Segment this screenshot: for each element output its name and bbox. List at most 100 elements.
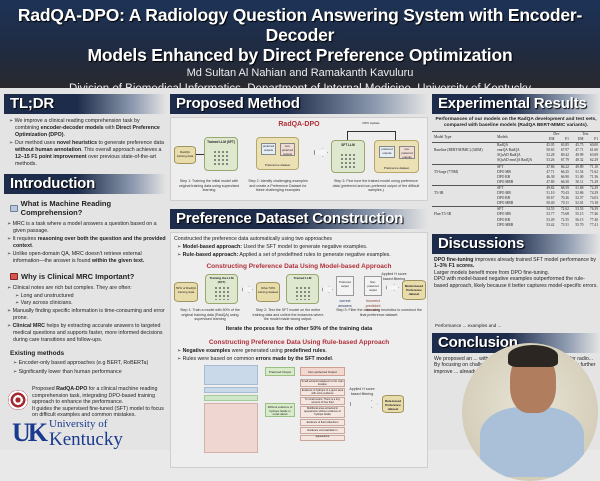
method-heading: Proposed Method [170,94,428,114]
score-cell: 73.18 [589,201,598,206]
score-cell: 45.05 [541,142,557,149]
model-name-cell: SFT [495,184,542,192]
score-cell: 77.41 [589,222,598,227]
model-name-cell: DPO RB [497,217,511,222]
hair [508,345,558,367]
network-icon [340,153,356,169]
rule-item: Evidence unremarkable in appearance [300,427,345,438]
left-column: TL;DR We improve a clinical reading comp… [4,94,166,450]
model-name-cell: SQuAD RadQA [497,153,521,158]
model-name-cell: DPO RB [497,174,511,179]
non-preferred-doc: non-preferred outputs [280,143,295,156]
answer-block [204,395,258,401]
rule-based-diagram: Preferred Output Without evidence of hyd… [174,365,424,453]
score-cell: 53.26 [546,158,555,163]
score-cell: 65.85 [556,142,571,149]
proposal-text: Proposed RadQA-DPO for a clinical machin… [32,386,164,419]
model-step-1: Step 1: Train a model with 50% of the or… [180,308,240,322]
filter-label: Applied H score based filtering [381,272,407,281]
discussion-point: DPO fine-tuning improves already trained… [434,257,598,270]
existing-bullet: Encoder-only based approaches (e.g BERT,… [4,360,166,367]
training-llm-box: Training the LLM (SFT) [205,274,238,304]
tldr-body: We improve a clinical reading comprehens… [4,114,166,171]
col-test-f1: F1 [594,137,598,142]
model-type-cell [432,184,496,192]
score-cell: 72.55 [560,217,569,222]
model-type-cell [432,142,496,149]
tldr-bullet: We improve a clinical reading comprehens… [6,118,164,139]
network-icon [214,286,229,300]
model-name-cell: DPO MRB [497,179,514,184]
score-cell: 66.25 [560,169,569,174]
discussion-point: DPO with model-based negative examples o… [434,276,598,290]
score-cell: 62.29 [589,158,598,163]
model-based-title: Constructing Preference Data Using Model… [206,263,392,270]
score-cell: 47.71 [546,169,555,174]
pref-bullet-rule: Rule-based approach: Applied a set of pr… [174,252,424,259]
results-heading: Experimental Results [432,94,600,114]
right-column: Experimental Results Performances of our… [432,94,600,450]
model-name-cell: DPO MB [497,169,511,174]
model-name-cell: RadQA [495,142,542,149]
score-cell: 52.57 [575,196,584,201]
existing-methods-heading: Existing methods [10,350,65,357]
middle-column: Proposed Method RadQA-DPO RadQA training… [170,94,428,468]
model-based-diagram: 50% of RadQA training data Training the … [174,272,426,324]
rule-filter-label: Applied H score based filtering [349,387,375,396]
score-cell: 53.77 [546,212,555,217]
model-name-cell: DPO MB [497,212,511,217]
score-cell: 74.03 [589,196,598,201]
rule-item: Multifocal area extracted in appearance … [300,406,345,418]
clinical-bullet: Clinical notes are rich but complex. The… [4,285,166,292]
model-type-cell [432,223,495,228]
rule-item: To small extent. There is a tiny amount … [300,397,345,405]
discussions-body: DPO fine-tuning improves already trained… [432,254,600,332]
score-cell: 53.49 [546,217,555,222]
title-line-2: Models Enhanced by Direct Preference Opt… [87,45,513,65]
score-cell: 52.28 [546,153,555,158]
rule-list: Small extracted adjacent to the main loc… [300,379,345,441]
arrow-icon [386,284,399,291]
results-caption: Performances of our models on the RadQA … [435,117,597,128]
poster-body: TL;DR We improve a clinical reading comp… [0,88,600,481]
model-name-cell: DPO RB [497,196,511,201]
d1-text: improves already trained SFT model perfo… [473,256,596,263]
score-cell: 51.00 [575,174,584,179]
col-models: Models [495,130,542,143]
score-cell: 66.90 [560,174,569,179]
score-cell: 55.70 [575,222,584,227]
score-cell: 50.67 [546,196,555,201]
clinical-question-heading: Why is Clinical MRC Important? [10,272,166,281]
big-arrow-icon [314,148,328,157]
rule-nonpreferred-header: Non-preferred Output [300,367,345,376]
mrc-question-heading: What is Machine Reading Comprehension? [10,199,166,217]
mrc-question-text: What is Machine Reading Comprehension? [20,199,112,217]
figure-caption: Performance ... examples and ... [435,322,502,328]
dpo-update-label: DPO Update [362,121,380,125]
trained-llm-label: Trained LLM (SFT) [207,140,235,144]
step-2-caption: Step 2: Identify challenging examples an… [248,179,308,193]
introduction-heading: Introduction [4,174,166,194]
conclusion-heading: Conclusion [432,332,600,353]
network-icon [213,150,229,166]
score-cell: 68.59 [556,184,571,192]
clinical-sub-bullet: Long and unstructured [4,293,166,300]
score-cell: 51.54 [575,169,584,174]
university-line-1: University of [49,418,108,430]
d1-bold: DPO fine-tuning [434,256,474,263]
score-cell: 49.82 [541,184,557,192]
score-cell: 61.60 [589,148,598,153]
col-dev: Dev [541,131,571,138]
